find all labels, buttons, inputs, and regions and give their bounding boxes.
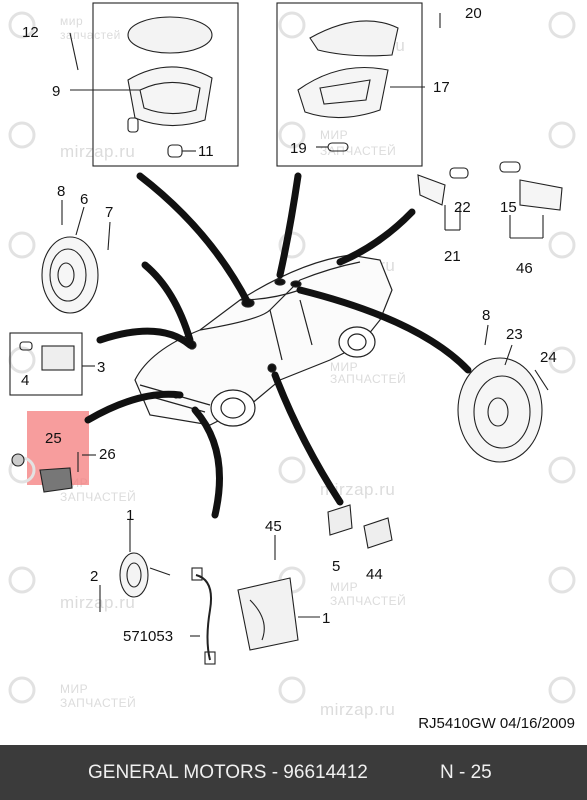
part-label: 22 (454, 199, 471, 216)
part-label: 8 (482, 307, 491, 324)
part-label: 25 (45, 430, 62, 447)
part-label: 23 (506, 326, 523, 343)
watermark-text: МИР (320, 128, 349, 142)
part-label: 19 (290, 140, 307, 157)
watermark-text: МИР (330, 360, 359, 374)
footer-manufacturer: GENERAL MOTORS - 96614412 (88, 762, 368, 783)
watermark-text: МИР (60, 682, 89, 696)
watermark-text: ЗАПЧАСТЕЙ (320, 144, 397, 158)
watermark-text: mirzap.ru (60, 142, 136, 161)
watermark-text: ЗАПЧАСТЕЙ (330, 594, 407, 608)
footer-bar: GENERAL MOTORS - 96614412 N - 25 (0, 745, 587, 800)
part-label: 46 (516, 260, 533, 277)
map-lamp-housing (297, 67, 389, 119)
rear-speaker-right (457, 357, 543, 463)
bulb-icon (327, 142, 349, 152)
dome-lamp-lens (127, 16, 213, 54)
courtesy-lamp-box (9, 332, 83, 396)
courtesy-lamp (41, 345, 75, 371)
socket-part (327, 504, 353, 536)
part-label: 6 (80, 191, 89, 208)
car-illustration (134, 254, 393, 427)
part-label: 9 (52, 83, 61, 100)
bulb-icon (449, 167, 469, 179)
watermark-text: ЗАПЧАСТЕЙ (330, 372, 407, 386)
part-label: 15 (500, 199, 517, 216)
wiring-harness (195, 574, 212, 661)
footer-section: N - 25 (440, 762, 492, 783)
map-lamp-lens (309, 20, 399, 57)
diagram-drawing (8, 2, 576, 704)
part-label: 20 (465, 5, 482, 22)
part-label: 21 (444, 248, 461, 265)
trunk-lamp (417, 174, 446, 206)
horn-high (237, 577, 299, 651)
switch-part (39, 467, 73, 493)
bulb-icon (167, 144, 183, 158)
watermark-text: ЗАПЧАСТЕЙ (60, 490, 137, 504)
bulb-icon (127, 117, 139, 133)
part-label: 1 (322, 610, 331, 627)
part-label: 2 (90, 568, 99, 585)
parts-diagram: мир запчастей mirzap.ru mirzap.ru МИР ЗА… (8, 2, 576, 732)
front-speaker-left (41, 236, 99, 314)
part-label: 11 (198, 143, 214, 160)
part-label: 26 (99, 446, 116, 463)
watermark-text: mirzap.ru (320, 700, 396, 719)
part-label: 44 (366, 566, 383, 583)
part-label: 571053 (123, 628, 174, 645)
bulb-icon (19, 341, 33, 351)
socket-part (363, 517, 393, 549)
diagram-reference: RJ5410GW 04/16/2009 (418, 715, 575, 732)
part-label: 12 (22, 24, 39, 41)
part-label: 45 (265, 518, 282, 535)
part-label: 4 (21, 372, 30, 389)
bulb-icon (499, 161, 521, 173)
part-label: 3 (97, 359, 106, 376)
leader-lines (84, 172, 472, 519)
watermark-text: запчастей (60, 28, 121, 42)
part-label: 24 (540, 349, 557, 366)
part-label: 5 (332, 558, 341, 575)
part-label: 7 (105, 204, 114, 221)
glove-box-lamp (519, 179, 563, 211)
part-label: 1 (126, 507, 135, 524)
watermark-text: мир (60, 14, 84, 28)
watermark-text: МИР (330, 580, 359, 594)
watermark-text: ЗАПЧАСТЕЙ (60, 696, 137, 710)
dome-lamp-box (92, 2, 239, 167)
watermark-text: mirzap.ru (60, 593, 136, 612)
horn-low (119, 552, 149, 598)
part-label: 8 (57, 183, 66, 200)
dome-lamp-housing (127, 66, 213, 127)
part-label: 17 (433, 79, 450, 96)
map-lamp-box (276, 2, 423, 167)
